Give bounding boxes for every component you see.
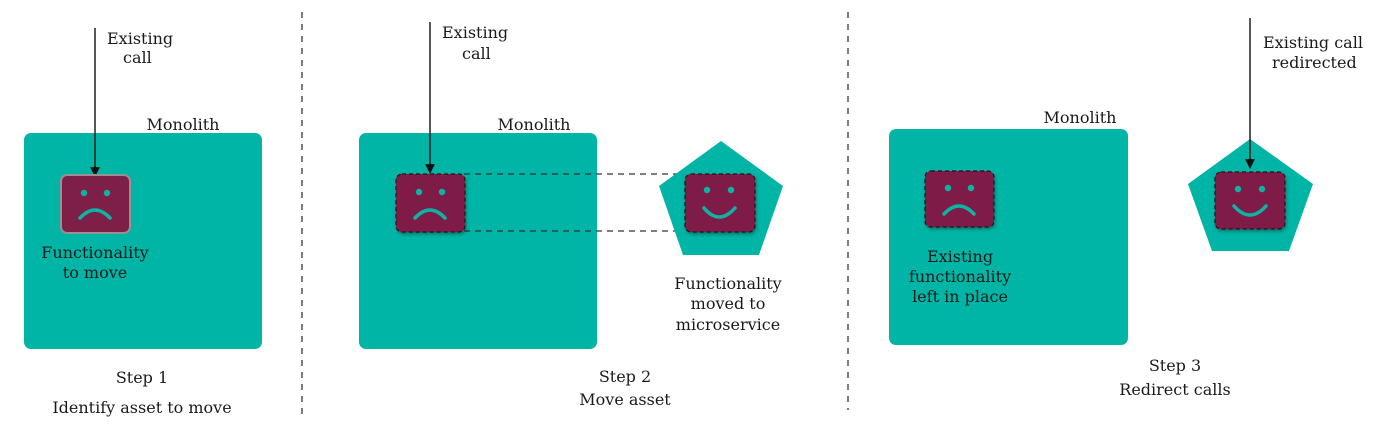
panel-step-2: Monolith Existing call Functionality m <box>359 22 783 409</box>
monolith-box <box>889 129 1128 345</box>
happy-face-icon <box>702 186 737 219</box>
functionality-label-line-1: Functionality <box>41 243 148 262</box>
step-caption: Redirect calls <box>1119 380 1230 399</box>
call-label-line-2: call <box>123 48 152 67</box>
call-label-line-2: call <box>462 44 491 63</box>
functionality-box <box>924 170 995 228</box>
functionality-label-line-1: Existing <box>927 247 993 266</box>
functionality-label-line-3: microservice <box>676 315 780 334</box>
happy-face-icon <box>1232 185 1268 217</box>
step-label: Step 1 <box>116 368 168 387</box>
sad-face-icon <box>942 184 976 216</box>
monolith-label: Monolith <box>1044 108 1117 127</box>
functionality-label-line-1: Functionality <box>674 274 781 293</box>
sad-face-icon <box>78 189 112 220</box>
functionality-label-line-2: to move <box>63 263 127 282</box>
call-label-line-1: Existing <box>107 29 173 48</box>
monolith-box <box>359 133 597 349</box>
functionality-box <box>60 174 131 234</box>
call-label-line-2: redirected <box>1272 53 1357 72</box>
panel-step-3: Monolith Existing functionality left in … <box>889 18 1363 399</box>
call-label-line-1: Existing <box>442 23 508 42</box>
step-caption: Move asset <box>579 390 671 409</box>
monolith-label: Monolith <box>498 115 571 134</box>
call-label-line-1: Existing call <box>1263 33 1363 52</box>
step-label: Step 2 <box>599 367 651 386</box>
panel-step-1: Monolith Existing call Functionality to … <box>24 28 262 417</box>
functionality-box <box>395 173 466 233</box>
functionality-label-line-3: left in place <box>912 287 1008 306</box>
microservice-functionality-box <box>1214 171 1286 230</box>
functionality-label-line-2: moved to <box>691 294 766 313</box>
monolith-box <box>24 133 262 349</box>
microservice-functionality-box <box>684 173 756 233</box>
functionality-label-line-2: functionality <box>909 267 1011 286</box>
monolith-label: Monolith <box>147 115 220 134</box>
sad-face-icon <box>413 188 447 220</box>
step-caption: Identify asset to move <box>52 398 231 417</box>
step-label: Step 3 <box>1149 356 1201 375</box>
